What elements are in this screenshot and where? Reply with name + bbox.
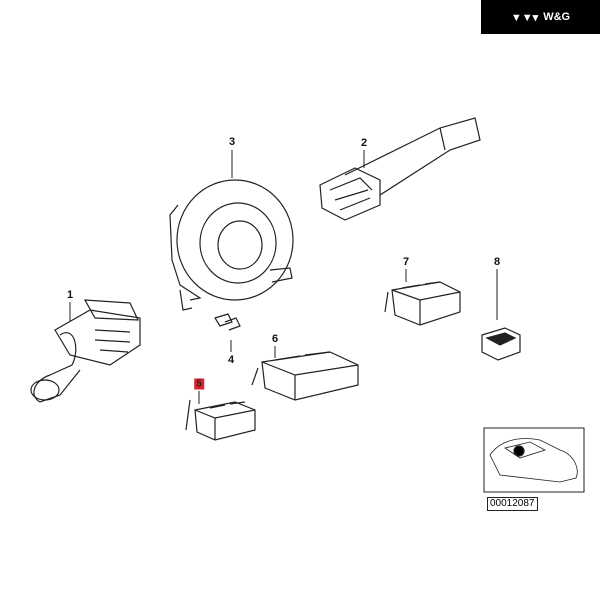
part-5-switch-unit: [185, 399, 256, 441]
part-8-small-switch: [481, 327, 521, 361]
callout-5-highlighted[interactable]: 5: [194, 378, 204, 390]
reference-code: 00012087: [487, 497, 538, 511]
callout-8[interactable]: 8: [493, 256, 501, 268]
callout-1[interactable]: 1: [66, 289, 74, 301]
callout-4[interactable]: 4: [227, 354, 235, 366]
part-4-screw: [214, 313, 241, 331]
part-2-wiper-stalk: [319, 117, 481, 221]
callout-6[interactable]: 6: [271, 333, 279, 345]
brand-name: W&G: [543, 11, 571, 23]
callout-2[interactable]: 2: [360, 137, 368, 149]
car-reference-thumbnail: [483, 427, 585, 493]
part-7-switch-unit: [384, 281, 461, 326]
callout-7[interactable]: 7: [402, 256, 410, 268]
part-6-switch-unit: [251, 351, 359, 401]
wg-logo-icon: ▼▼▾: [510, 11, 539, 24]
brand-logo: ▼▼▾ W&G: [481, 0, 600, 34]
part-3-clock-spring: [169, 179, 294, 311]
leader-lines: [69, 150, 498, 404]
part-1-turn-signal-switch: [30, 299, 141, 403]
callout-3[interactable]: 3: [228, 136, 236, 148]
